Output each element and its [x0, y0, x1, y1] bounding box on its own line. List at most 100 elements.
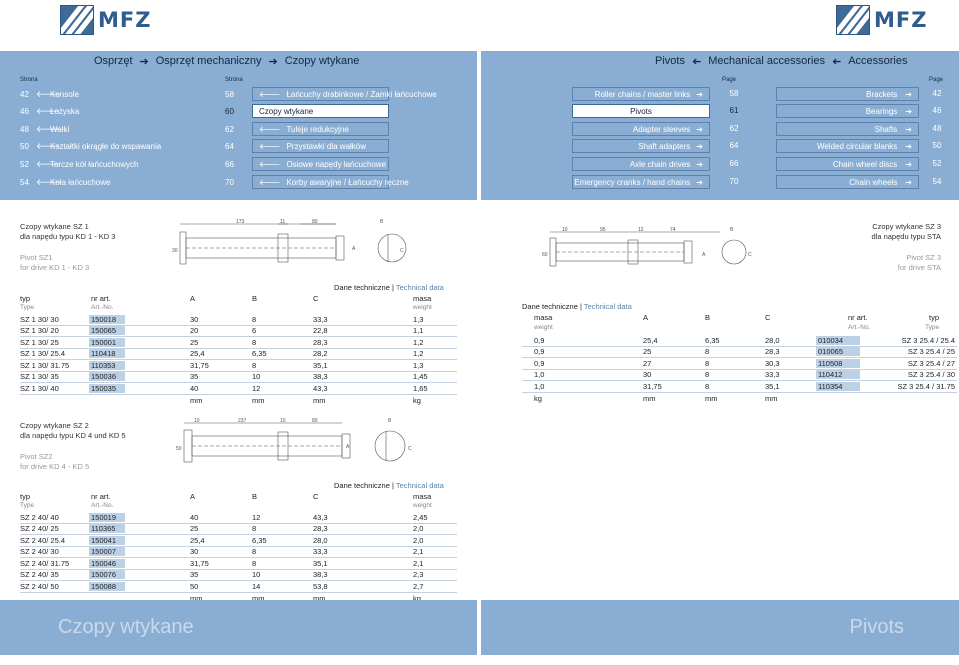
breadcrumb-item[interactable]: Osprzęt mechaniczny — [155, 55, 262, 67]
nav-box-chain-wheel-discs[interactable]: Chain wheel discs➔ — [776, 157, 919, 171]
mfz-logo-text: MFZ — [874, 8, 928, 32]
nav-page-number: 70 — [729, 177, 739, 186]
nav-box-lancuchy[interactable]: 🡐Łańcuchy drabinkowe / Zamki łańcuchowe — [252, 87, 437, 101]
table-cell: 43,3 — [313, 512, 328, 522]
arrow-right-icon: ➔ — [905, 124, 912, 134]
nav-page-number: 54 — [20, 177, 29, 187]
section-subtitle-en: for drive STA — [897, 263, 941, 272]
nav-item-kola[interactable]: 54🡐Koła łańcuchowe — [20, 175, 110, 189]
mfz-logo-mark-icon — [60, 5, 94, 35]
nav-item-tarcze[interactable]: 52🡐Tarcze kół łańcuchowych — [20, 157, 138, 171]
nav-box-shafts[interactable]: Shafts ➔ — [776, 122, 919, 136]
nav-box-bearings[interactable]: Bearings➔ — [776, 104, 919, 118]
table-cell: 12 — [252, 512, 261, 522]
sz2-tech-data-header: Dane techniczne | Technical data — [334, 481, 444, 490]
dimension-label: 30 — [172, 248, 178, 254]
nav-item-konsole[interactable]: 42🡐Konsole — [20, 87, 79, 101]
nav-page-number: 50 — [20, 141, 29, 151]
nav-box-tuleje[interactable]: 🡐Tuleje redukcyjne — [252, 122, 389, 136]
nav-item-label: Przystawki dla wałków — [286, 141, 367, 151]
nav-box-roller-chains[interactable]: Roller chains / master links➔ — [572, 87, 710, 101]
section-title-en: Pivot SZ 3 — [906, 253, 941, 262]
section-title: Czopy wtykane SZ 1 — [20, 222, 89, 231]
nav-box-przystawki[interactable]: 🡐Przystawki dla wałków — [252, 139, 389, 153]
nav-box-axle-chain[interactable]: Axle chain drives➔ — [572, 157, 710, 171]
nav-item-osiowe[interactable]: 66 — [225, 157, 241, 171]
table-cell: 8 — [705, 381, 710, 391]
nav-box-shaft-adapters[interactable]: Shaft adapters➔ — [572, 139, 710, 153]
nav-item-korby[interactable]: 70 — [225, 175, 241, 189]
nav-box-welded[interactable]: Welded circular blanks➔ — [776, 139, 919, 153]
dimension-label: 10 — [280, 418, 286, 424]
nav-box-czopy-active[interactable]: Czopy wtykane — [252, 104, 389, 118]
table-cell: SZ 3 25.4 / 25 — [907, 347, 955, 357]
nav-page-number: 62 — [225, 124, 234, 134]
nav-item-label: Tarcze kół łańcuchowych — [50, 159, 139, 169]
table-cell: 38,3 — [313, 372, 328, 382]
dimension-label: 74 — [670, 227, 676, 233]
nav-page-number: 64 — [729, 141, 739, 150]
col-subheader-type: Type — [925, 324, 940, 331]
nav-item-label: Roller chains / master links — [594, 89, 691, 99]
breadcrumb-item[interactable]: Osprzęt — [94, 55, 133, 67]
table-cell: 30 — [190, 547, 199, 557]
table-cell: 27 — [643, 358, 652, 368]
table-cell: SZ 3 25.4 / 27 — [907, 358, 955, 368]
nav-box-brackets[interactable]: Brackets➔ — [776, 87, 919, 101]
nav-box-korby[interactable]: 🡐Korby awaryjne / Łańcuchy ręczne — [252, 175, 409, 189]
table-cell: 8 — [252, 558, 257, 568]
sz1-tech-data-header: Dane techniczne | Technical data — [334, 283, 444, 292]
table-cell: 25,4 — [190, 349, 205, 359]
nav-item-walki[interactable]: 48🡐Wałki — [20, 122, 69, 136]
unit-cell: kg — [413, 395, 421, 405]
nav-item-ksztaltki[interactable]: 50🡐Kształtki okrągłe do wspawania — [20, 139, 161, 153]
art-number-cell: 150019 — [89, 512, 125, 522]
nav-box-emergency[interactable]: Emergency cranks / hand chains➔ — [572, 175, 710, 189]
arrow-right-icon: ➔ — [905, 141, 912, 151]
nav-item-czopy[interactable]: 60 — [225, 104, 241, 118]
nav-item-lozyska[interactable]: 46🡐Łożyska — [20, 104, 79, 118]
nav-item-tuleje[interactable]: 62 — [225, 122, 241, 136]
breadcrumb-item[interactable]: Pivots — [655, 55, 685, 67]
nav-box-adapter-sleeves[interactable]: Adapter sleeves➔ — [572, 122, 710, 136]
art-number-cell: 150036 — [89, 372, 125, 382]
sz2-technical-drawing: 10 237 10 80 B A C 50 — [176, 418, 412, 463]
table-cell: 25 — [643, 347, 652, 357]
breadcrumb-item[interactable]: Accessories — [848, 55, 908, 67]
nav-item-przystawki[interactable]: 64 — [225, 139, 241, 153]
nav-box-osiowe[interactable]: 🡐Osiowe napędy łańcuchowe — [252, 157, 389, 171]
nav-item-lancuchy[interactable]: 58 — [225, 87, 241, 101]
nav-page-number: 60 — [225, 106, 234, 116]
col-header-masa: masa — [413, 492, 432, 501]
nav-item-label: Shafts — [874, 124, 898, 134]
dimension-label: 95 — [600, 227, 606, 233]
table-cell: 8 — [705, 370, 710, 380]
unit-cell: mm — [313, 395, 326, 405]
breadcrumb-item[interactable]: Czopy wtykane — [284, 55, 360, 67]
col-subheader-type: Type — [20, 502, 35, 509]
table-cell: 40 — [190, 383, 199, 393]
nav-box-pivots-active[interactable]: Pivots — [572, 104, 710, 118]
breadcrumb-item[interactable]: Mechanical accessories — [708, 55, 825, 67]
nav-box-chain-wheels[interactable]: Chain wheels➔ — [776, 175, 919, 189]
